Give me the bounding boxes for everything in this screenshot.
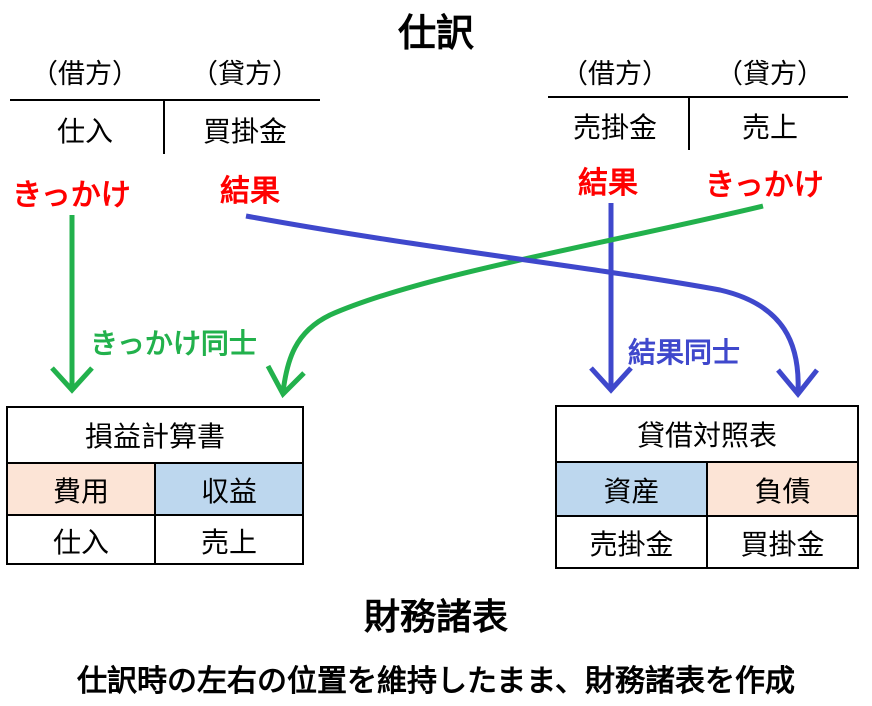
journal-title: 仕訳	[397, 11, 474, 55]
right-result-label: 結果	[578, 166, 638, 201]
triggers-together-label: きっかけ同士	[90, 327, 257, 360]
revenue-header: 収益	[154, 464, 302, 516]
right-t-account-divider	[688, 96, 690, 150]
liability-value: 買掛金	[706, 517, 857, 569]
blue-arrow-cross	[245, 213, 819, 398]
income-statement: 損益計算書 費用 収益 仕入 売上	[6, 406, 304, 565]
green-arrow-cross	[265, 203, 764, 399]
liability-header: 負債	[706, 463, 857, 517]
left-credit-value: 買掛金	[202, 115, 287, 148]
asset-header: 資産	[557, 463, 706, 517]
income-statement-title: 損益計算書	[84, 420, 225, 453]
left-t-account-line	[10, 99, 320, 101]
left-debit-value: 仕入	[56, 115, 113, 148]
right-trigger-label: きっかけ	[705, 168, 824, 203]
left-debit-header: （借方）	[31, 59, 139, 90]
left-result-label: 結果	[220, 174, 280, 209]
expense-value: 仕入	[52, 525, 109, 559]
right-debit-value: 売掛金	[572, 111, 657, 144]
blue-arrow-right	[589, 203, 633, 394]
financial-statements-title: 財務諸表	[363, 597, 508, 638]
right-credit-value: 売上	[741, 111, 798, 144]
expense-header: 費用	[8, 464, 154, 516]
left-t-account-divider	[163, 99, 165, 154]
left-trigger-label: きっかけ	[12, 178, 131, 213]
left-credit-header: （貸方）	[191, 59, 299, 90]
right-credit-header: （貸方）	[716, 59, 824, 90]
right-t-account-line	[548, 96, 848, 98]
balance-sheet-title: 貸借対照表	[636, 419, 777, 452]
green-arrow-left	[50, 215, 94, 394]
footer-caption: 仕訳時の左右の位置を維持したまま、財務諸表を作成	[77, 664, 795, 699]
results-together-label: 結果同士	[628, 336, 741, 369]
revenue-value: 売上	[154, 516, 302, 565]
asset-value: 売掛金	[589, 528, 674, 561]
balance-sheet: 貸借対照表 資産 負債 売掛金 買掛金	[555, 405, 859, 569]
right-debit-header: （借方）	[561, 59, 669, 90]
